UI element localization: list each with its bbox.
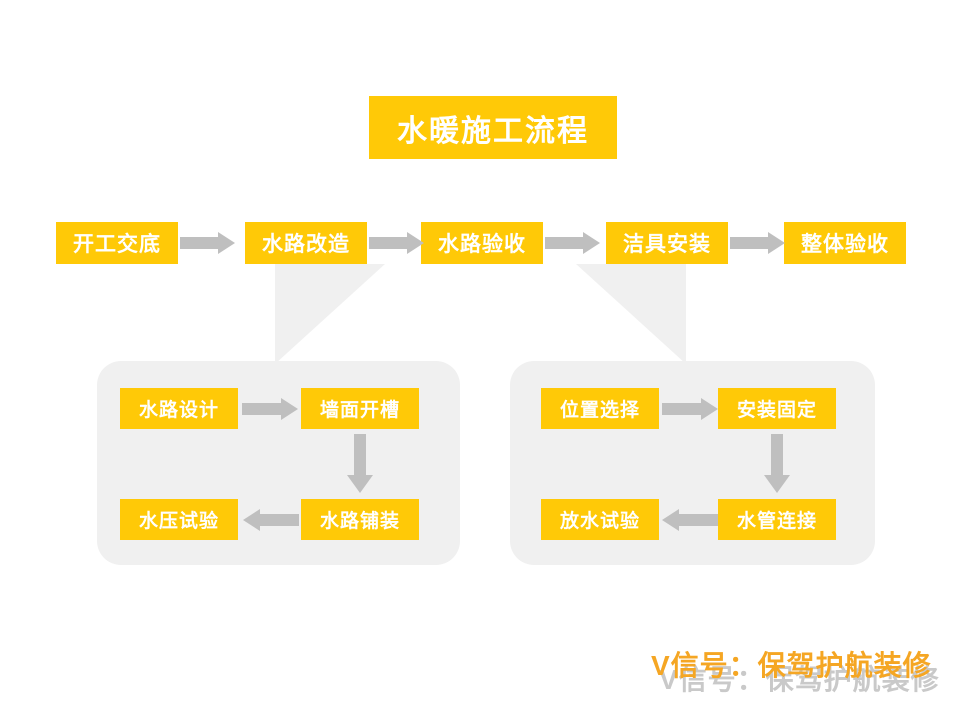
arrow-head: [407, 232, 424, 254]
arrow-head: [243, 509, 260, 531]
page-title: 水暖施工流程: [369, 96, 617, 159]
arrow-shaft: [369, 237, 407, 249]
detail-panel-2-step-2[interactable]: 安装固定: [718, 388, 836, 429]
watermark-shadow: V信号：保驾护航装修: [659, 664, 940, 695]
detail-panel-2-step-1[interactable]: 位置选择: [541, 388, 659, 429]
flow-step-4[interactable]: 洁具安装: [606, 222, 728, 264]
arrow-left-icon-panel2: [662, 509, 718, 531]
arrow-head: [768, 232, 785, 254]
arrow-head: [281, 398, 298, 420]
arrow-shaft: [545, 237, 583, 249]
arrow-head: [347, 475, 373, 493]
flow-step-3[interactable]: 水路验收: [421, 222, 543, 264]
detail-panel-1-step-3[interactable]: 水路铺装: [301, 499, 419, 540]
arrow-left-icon-panel1: [243, 509, 299, 531]
flow-step-2[interactable]: 水路改造: [245, 222, 367, 264]
arrow-right-icon-panel2: [662, 398, 718, 420]
arrow-shaft: [242, 403, 281, 415]
callout-tail-left: [275, 264, 385, 364]
detail-panel-2-step-4[interactable]: 放水试验: [541, 499, 659, 540]
arrow-shaft: [730, 237, 768, 249]
arrow-shaft: [662, 403, 701, 415]
arrow-shaft: [180, 237, 218, 249]
detail-panel-2-step-3[interactable]: 水管连接: [718, 499, 836, 540]
arrow-head: [662, 509, 679, 531]
arrow-down-icon-panel2: [764, 434, 790, 493]
detail-panel-1-step-2[interactable]: 墙面开槽: [301, 388, 419, 429]
arrow-down-icon-panel1: [347, 434, 373, 493]
arrow-head: [701, 398, 718, 420]
arrow-right-icon-4: [730, 232, 785, 254]
flow-step-1[interactable]: 开工交底: [56, 222, 178, 264]
arrow-head: [764, 475, 790, 493]
arrow-right-icon-3: [545, 232, 600, 254]
detail-panel-1-step-1[interactable]: 水路设计: [120, 388, 238, 429]
arrow-right-icon-2: [369, 232, 424, 254]
arrow-head: [218, 232, 235, 254]
arrow-head: [583, 232, 600, 254]
arrow-right-icon-1: [180, 232, 235, 254]
arrow-shaft: [679, 514, 718, 526]
arrow-right-icon-panel1: [242, 398, 298, 420]
watermark-text: V信号：保驾护航装修: [651, 650, 932, 681]
arrow-shaft: [354, 434, 366, 475]
flow-step-5[interactable]: 整体验收: [784, 222, 906, 264]
arrow-shaft: [260, 514, 299, 526]
callout-tail-right: [576, 264, 686, 364]
arrow-shaft: [771, 434, 783, 475]
detail-panel-1-step-4[interactable]: 水压试验: [120, 499, 238, 540]
